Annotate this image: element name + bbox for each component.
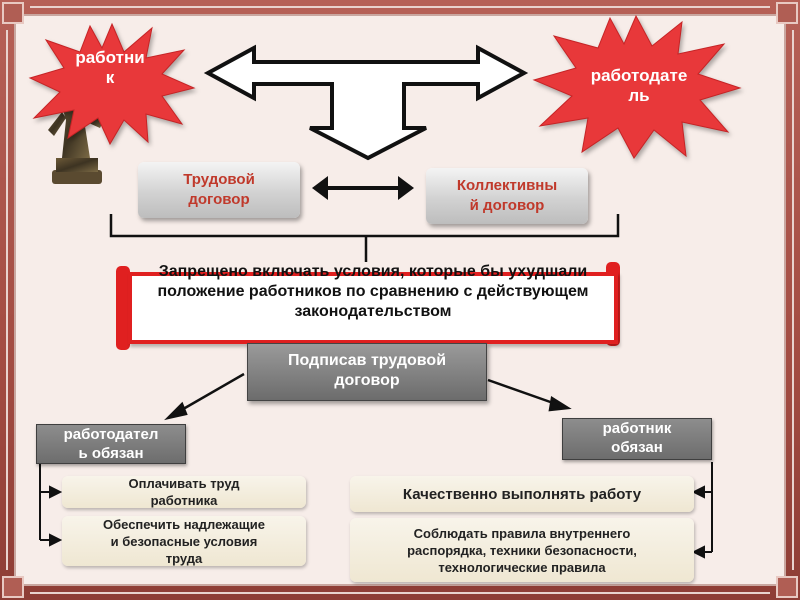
scroll-roll-left [116, 266, 130, 350]
big-t-double-arrow [203, 44, 529, 161]
collective-contract-box: Коллективны й договор [426, 168, 588, 224]
worker-duty-connectors [691, 462, 713, 559]
worker-burst-label: работни к [75, 48, 145, 87]
frame-corner-bottom-right [776, 576, 798, 598]
worker-duty-follow-rules: Соблюдать правила внутреннего распорядка… [350, 518, 694, 582]
worker-starburst [28, 22, 196, 146]
employer-duty-connectors [39, 462, 63, 547]
frame-corner-bottom-left [2, 576, 24, 598]
frame-border-left [6, 30, 8, 570]
frame-border-right [792, 30, 794, 570]
frame-corner-top-right [776, 2, 798, 24]
prohibition-banner-text: Запрещено включать условия, которые бы у… [157, 263, 589, 320]
frame-border-top [30, 6, 770, 8]
labor-contract-box: Трудовой договор [138, 162, 300, 218]
employer-starburst [532, 14, 742, 159]
employer-burst-label: работодате ль [590, 66, 688, 105]
frame-border-bottom [30, 592, 770, 594]
employer-obligations-header: работодател ь обязан [36, 424, 186, 464]
employer-duty-safe-conditions: Обеспечить надлежащие и безопасные услов… [62, 516, 306, 566]
contracts-bracket [109, 214, 620, 262]
prohibition-banner [128, 272, 618, 344]
signing-contract-box: Подписав трудовой договор [247, 343, 487, 401]
worker-duty-quality-work: Качественно выполнять работу [350, 476, 694, 512]
frame-corner-top-left [2, 2, 24, 24]
signing-arrows [164, 372, 572, 421]
contracts-double-arrow [312, 176, 414, 200]
employer-duty-pay-wages: Оплачивать труд работника [62, 476, 306, 508]
worker-obligations-header: работник обязан [562, 418, 712, 460]
